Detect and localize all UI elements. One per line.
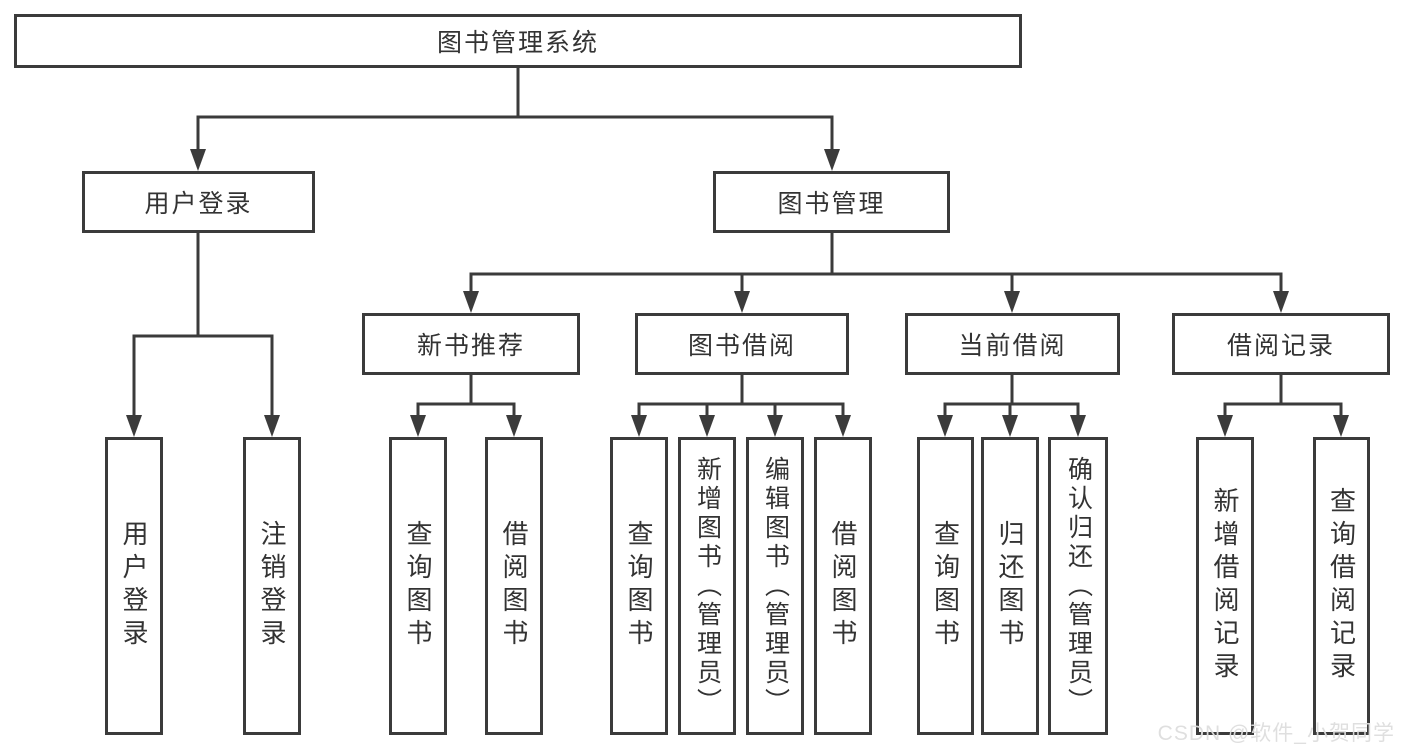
node-root-label: 图书管理系统	[436, 29, 599, 57]
leaf-borrow-query-books-label: 查询图书	[624, 520, 654, 652]
node-book-management-label: 图书管理	[777, 190, 886, 218]
node-user-login: 用户登录	[82, 171, 315, 233]
leaf-current-return-books: 归还图书	[981, 437, 1039, 735]
node-borrow-records-label: 借阅记录	[1226, 332, 1335, 360]
node-user-login-label: 用户登录	[144, 190, 253, 218]
leaf-logout: 注销登录	[243, 437, 301, 735]
node-new-book-recommend: 新书推荐	[362, 313, 580, 375]
leaf-borrow-edit-books-admin: 编辑图书（管理员）	[746, 437, 804, 735]
node-new-book-recommend-label: 新书推荐	[416, 332, 525, 360]
leaf-current-query-books-label: 查询图书	[930, 520, 961, 652]
leaf-logout-label: 注销登录	[257, 520, 287, 652]
node-current-borrow-label: 当前借阅	[958, 332, 1067, 360]
leaf-user-login: 用户登录	[105, 437, 163, 735]
leaf-recommend-borrow-books-label: 借阅图书	[499, 520, 529, 652]
leaf-records-query-record: 查询借阅记录	[1313, 437, 1370, 735]
leaf-records-query-record-label: 查询借阅记录	[1326, 487, 1357, 685]
leaf-recommend-query-books-label: 查询图书	[403, 520, 433, 652]
node-book-borrow-label: 图书借阅	[687, 332, 796, 360]
node-borrow-records: 借阅记录	[1172, 313, 1390, 375]
leaf-records-add-record-label: 新增借阅记录	[1210, 487, 1240, 685]
leaf-borrow-borrow-books: 借阅图书	[814, 437, 872, 735]
leaf-borrow-borrow-books-label: 借阅图书	[828, 520, 858, 652]
leaf-recommend-borrow-books: 借阅图书	[485, 437, 543, 735]
leaf-current-query-books: 查询图书	[917, 437, 974, 735]
leaf-current-return-books-label: 归还图书	[995, 520, 1025, 652]
leaf-user-login-label: 用户登录	[119, 520, 149, 652]
csdn-watermark: CSDN @软件_小贺同学	[1157, 722, 1395, 745]
leaf-recommend-query-books: 查询图书	[389, 437, 447, 735]
leaf-borrow-query-books: 查询图书	[610, 437, 668, 735]
leaf-borrow-add-books-admin: 新增图书（管理员）	[678, 437, 736, 735]
node-current-borrow: 当前借阅	[905, 313, 1120, 375]
leaf-current-confirm-return-admin: 确认归还（管理员）	[1048, 437, 1108, 735]
node-book-borrow: 图书借阅	[635, 313, 849, 375]
leaf-borrow-add-books-admin-label: 新增图书（管理员）	[693, 455, 722, 717]
node-book-management: 图书管理	[713, 171, 950, 233]
leaf-records-add-record: 新增借阅记录	[1196, 437, 1254, 735]
node-root: 图书管理系统	[14, 14, 1022, 68]
leaf-current-confirm-return-admin-label: 确认归还（管理员）	[1064, 455, 1093, 717]
leaf-borrow-edit-books-admin-label: 编辑图书（管理员）	[761, 455, 790, 717]
